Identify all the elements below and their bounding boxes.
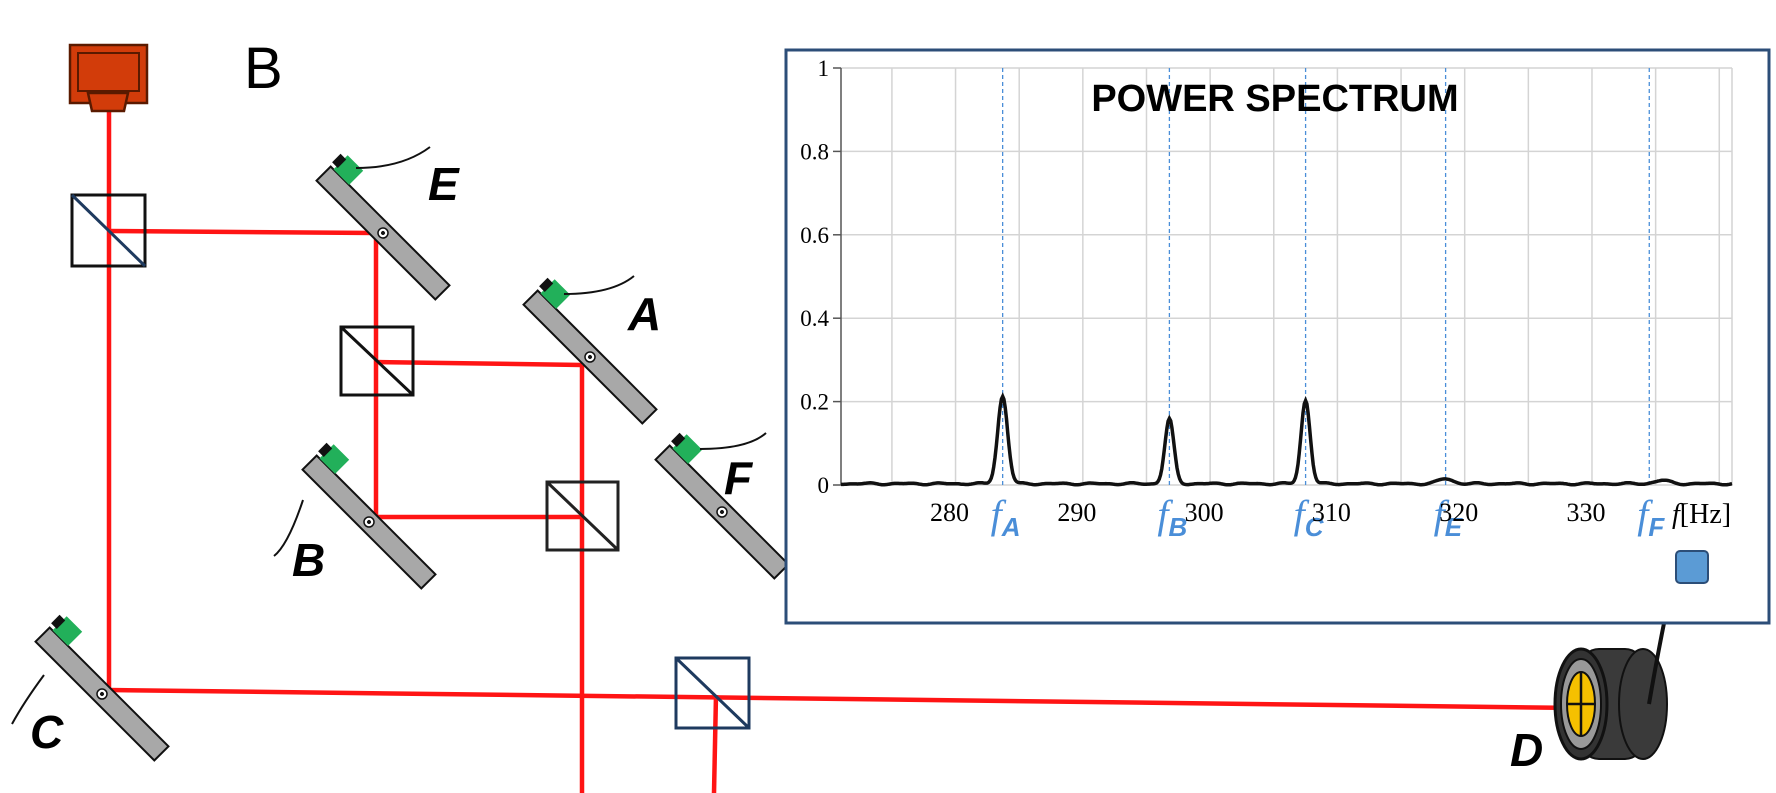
mirror-label-a: A: [627, 288, 661, 340]
mirror-label-b: B: [292, 534, 325, 586]
x-tick-label: 300: [1185, 498, 1224, 527]
x-axis-label: f[Hz]: [1672, 499, 1731, 530]
y-tick-label: 1: [818, 56, 830, 81]
chart-title: POWER SPECTRUM: [1091, 78, 1458, 120]
beam-to-mirror-e: [108, 228, 377, 236]
beam-c-to-detector: [108, 687, 1581, 711]
mirror-label-f: F: [724, 452, 754, 504]
x-tick-label: 310: [1312, 498, 1351, 527]
piezo-mirror-icon: [34, 614, 170, 762]
beam-splitter-icon: [545, 480, 620, 552]
chart-frame: [784, 48, 1771, 625]
mirror-label-e: E: [428, 158, 460, 210]
x-axis-symbol: f: [1672, 499, 1683, 530]
y-tick-label: 0.6: [800, 223, 829, 248]
frequency-subscript: B: [1169, 512, 1188, 542]
spectrum-series-line: [841, 392, 1733, 487]
beam-splitter-icon: [70, 193, 147, 268]
y-tick-label: 0.2: [800, 390, 829, 415]
beam-to-mirror-a: [375, 359, 583, 368]
piezo-mirror-icon: [522, 277, 658, 425]
y-tick-label: 0.4: [800, 306, 829, 331]
panel-label: B: [244, 36, 283, 101]
detector-label: D: [1510, 724, 1543, 776]
x-axis-unit: [Hz]: [1680, 499, 1731, 530]
x-tick-label: 330: [1566, 498, 1605, 527]
frequency-subscript: C: [1305, 512, 1325, 542]
frequency-subscript: A: [1001, 512, 1021, 542]
sensor-box-icon: [1675, 550, 1709, 584]
frequency-subscript: E: [1445, 512, 1463, 542]
x-tick-label: 280: [930, 498, 969, 527]
y-tick-label: 0: [818, 473, 830, 498]
beam-splitter-icon: [339, 325, 415, 397]
piezo-mirror-icon: [315, 153, 451, 301]
frequency-subscript: F: [1648, 512, 1665, 542]
y-tick-label: 0.8: [800, 139, 829, 164]
piezo-mirror-icon: [654, 432, 790, 580]
x-tick-label: 290: [1057, 498, 1096, 527]
mirror-label-c: C: [30, 706, 64, 758]
x-tick-label: 320: [1439, 498, 1478, 527]
beam-splitter-down: [711, 694, 719, 793]
laser-source-icon: [68, 43, 149, 113]
piezo-mirror-icon: [301, 442, 437, 590]
beam-splitter-icon: [674, 656, 751, 730]
beam-paths: [106, 100, 1581, 793]
